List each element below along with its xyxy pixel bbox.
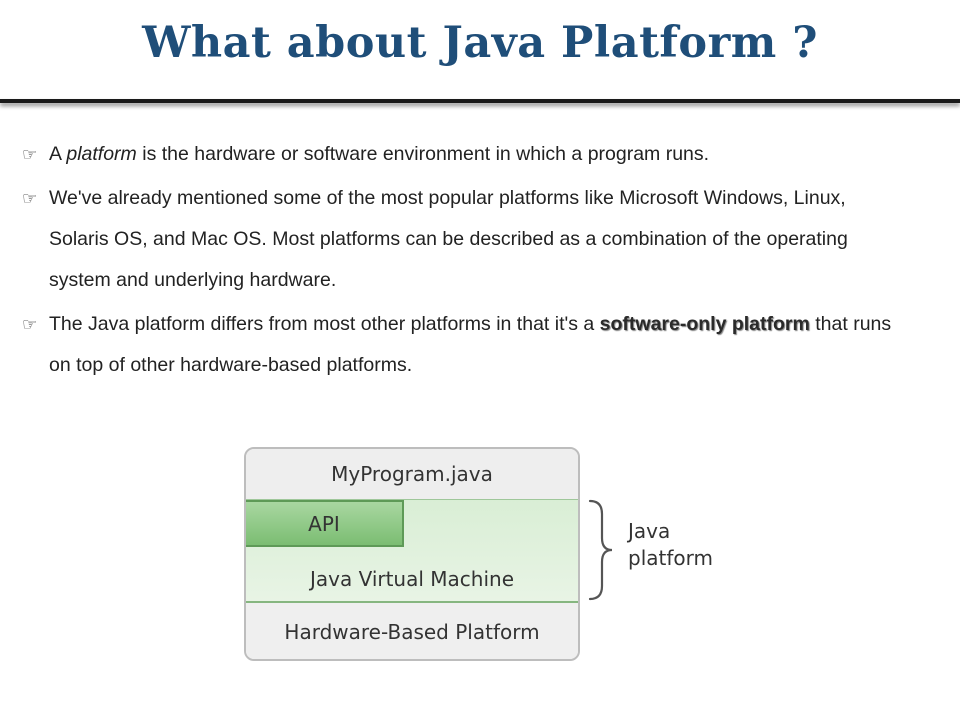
curly-brace-icon (588, 499, 613, 601)
layer-program: MyProgram.java (246, 449, 578, 500)
brace-label: Java platform (628, 518, 738, 572)
bullet-text-post: is the hardware or software environment … (136, 143, 710, 165)
slide-title: What about Java Platform ? (142, 18, 818, 68)
pointing-hand-icon: ☞ (22, 189, 38, 209)
bullet-text-pre: A (49, 143, 67, 165)
layer-api: API (246, 500, 404, 547)
brace-label-line2: platform (628, 546, 713, 570)
pointing-hand-icon: ☞ (22, 145, 38, 165)
pointing-hand-icon: ☞ (22, 315, 38, 335)
bullet-text-bold: software-only platform (599, 313, 810, 335)
bullet-item: ☞ A platform is the hardware or software … (22, 134, 902, 175)
bullet-list: ☞ A platform is the hardware or software … (22, 134, 902, 389)
java-platform-diagram: MyProgram.java Java Virtual Machine API … (244, 447, 580, 661)
bullet-item: ☞ We've already mentioned some of the mos… (22, 178, 902, 301)
bullet-text-pre: The Java platform differs from most othe… (49, 313, 600, 335)
brace-label-line1: Java (628, 519, 671, 543)
bullet-item: ☞ The Java platform differs from most ot… (22, 304, 902, 386)
layer-hardware: Hardware-Based Platform (246, 605, 578, 659)
bullet-text-italic: platform (66, 143, 137, 165)
bullet-text-post: that runs on top of other hardware-based… (49, 313, 892, 376)
title-divider (0, 99, 960, 103)
bullet-text: We've already mentioned some of the most… (49, 187, 848, 291)
